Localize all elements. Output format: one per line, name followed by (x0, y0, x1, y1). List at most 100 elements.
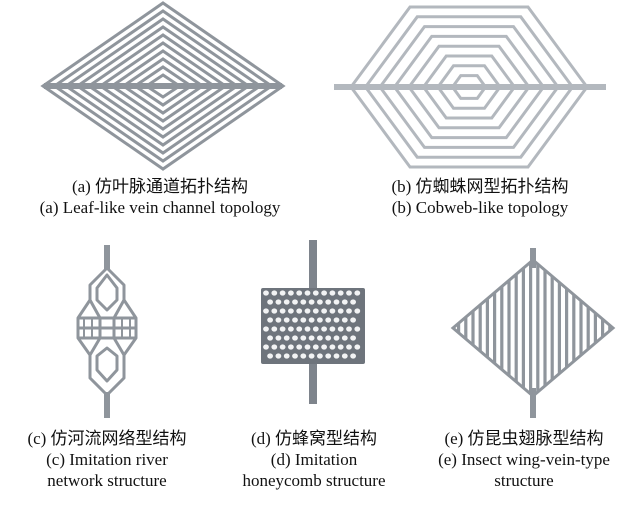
honeycomb-cell (325, 353, 332, 359)
inlet-channel (104, 245, 110, 269)
honeycomb-cell (279, 344, 286, 350)
honeycomb-cell (354, 290, 361, 296)
honeycomb-cell (283, 335, 290, 341)
honeycomb-cell (321, 326, 327, 332)
hexagon-channel (436, 64, 502, 110)
insect-wing-vein-diagram (450, 248, 616, 418)
honeycomb-cell (341, 335, 348, 341)
honeycomb-cell (300, 299, 307, 305)
honeycomb-cell (267, 299, 273, 305)
caption-c-en-1: (c) Imitation river (46, 450, 168, 469)
honeycomb-cell (292, 317, 298, 323)
honeycomb-cell (296, 344, 303, 350)
wing-vein-stripe (550, 260, 554, 396)
honeycomb-cell (300, 353, 307, 359)
honeycomb-cell (337, 308, 344, 314)
honeycomb-cell (271, 326, 278, 332)
honeycomb-cell (296, 326, 303, 332)
honeycomb-cell (346, 326, 352, 332)
inlet-channel (530, 248, 536, 268)
cobweb-diagram (334, 5, 606, 169)
caption-c-cn: (c) 仿河流网络型结构 (27, 429, 187, 448)
river-cross-channel (78, 316, 136, 340)
honeycomb-cell (325, 317, 332, 323)
honeycomb-cell (317, 353, 323, 359)
hexagon-channel (450, 74, 488, 100)
wing-vein-stripe (500, 260, 504, 396)
honeycomb-cell (283, 299, 290, 305)
honeycomb-cell (296, 308, 303, 314)
wing-stripes (457, 260, 612, 396)
caption-d-en-2: honeycomb structure (242, 471, 386, 490)
inlet-outlet-channel (44, 83, 282, 89)
honeycomb-cell (292, 335, 298, 341)
honeycomb-cell (263, 308, 269, 314)
honeycomb-cell (321, 308, 327, 314)
honeycomb-cell (296, 290, 303, 296)
honeycomb-cell (350, 353, 356, 359)
honeycomb-cell (354, 308, 361, 314)
wing-vein-stripe (557, 260, 561, 396)
honeycomb-cell (263, 290, 269, 296)
wing-vein-stripe (572, 260, 576, 396)
honeycomb-cell (308, 353, 315, 359)
honeycomb-cell (304, 344, 311, 350)
diamond-channel (86, 33, 240, 139)
honeycomb-cell (288, 308, 294, 314)
honeycomb-cell (317, 335, 323, 341)
honeycomb-cell (292, 353, 298, 359)
caption-d-en-1: (d) Imitation (270, 450, 358, 469)
outlet-channel (530, 388, 536, 418)
hexagon-channel (421, 54, 517, 120)
hexagon-channel (407, 44, 531, 130)
wing-vein-stripe (586, 260, 590, 396)
honeycomb-cell (308, 317, 315, 323)
honeycomb-cell (300, 335, 307, 341)
honeycomb-cell (312, 308, 319, 314)
honeycomb-cell (317, 299, 323, 305)
diamond-channel (143, 73, 183, 99)
honeycomb-cell (329, 308, 336, 314)
honeycomb-cell (263, 326, 269, 332)
caption-d: (d) 仿蜂窝型结构 (d) Imitation honeycomb struc… (220, 428, 408, 491)
caption-d-cn: (d) 仿蜂窝型结构 (250, 429, 378, 448)
honeycomb-cell (354, 326, 361, 332)
wing-vein-stripe (543, 260, 547, 396)
honeycomb-cell (271, 290, 278, 296)
honeycomb-cell (279, 290, 286, 296)
river-network-diagram (76, 245, 138, 418)
caption-c: (c) 仿河流网络型结构 (c) Imitation river network… (0, 428, 214, 491)
wing-vein-stripe (514, 260, 518, 396)
honeycomb-cell (312, 326, 319, 332)
diamond-channel (97, 41, 229, 131)
wing-vein-stripe (579, 260, 583, 396)
wing-vein-stripe (608, 260, 612, 396)
honeycomb-cell (333, 317, 340, 323)
wing-vein-stripe (464, 260, 468, 396)
caption-e: (e) 仿昆虫翅脉型结构 (e) Insect wing-vein-type s… (410, 428, 638, 491)
river-outer-boundary (76, 266, 138, 397)
wing-vein-stripe (536, 260, 540, 396)
honeycomb-cell (337, 290, 344, 296)
honeycomb-cell (279, 326, 286, 332)
honeycomb-cell (350, 299, 356, 305)
diamond-channel (63, 17, 263, 155)
honeycomb-cell (292, 299, 298, 305)
honeycomb-cell (312, 290, 319, 296)
honeycomb-cell (312, 344, 319, 350)
honeycomb-cell (333, 335, 340, 341)
wing-vein-stripe (478, 260, 482, 396)
wing-vein-stripe (521, 260, 525, 396)
honeycomb-cell (341, 299, 348, 305)
honeycomb-cell (329, 326, 336, 332)
inlet-outlet-channel (334, 84, 606, 90)
honeycomb-cell (333, 353, 340, 359)
wing-vein-stripe (529, 260, 533, 396)
caption-e-en-1: (e) Insect wing-vein-type (438, 450, 610, 469)
wing-vein-stripe (457, 260, 461, 396)
diamond-channel (40, 1, 286, 171)
honeycomb-cell (325, 335, 332, 341)
honeycomb-cell (346, 344, 352, 350)
honeycomb-cell (341, 353, 348, 359)
caption-b-cn: (b) 仿蜘蛛网型拓扑结构 (391, 177, 569, 196)
